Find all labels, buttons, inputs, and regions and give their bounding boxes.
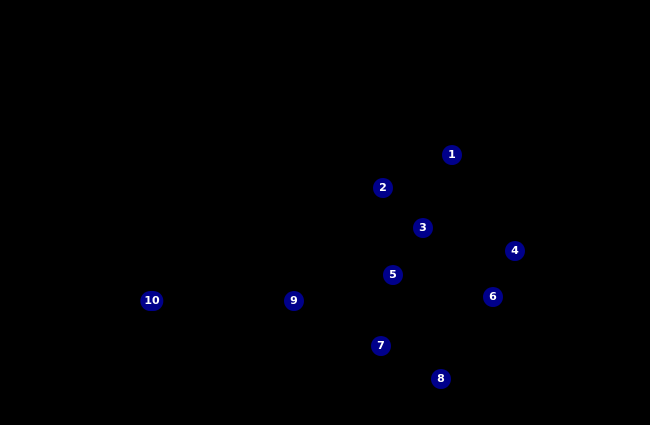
numbered-marker-4[interactable]: 4 (505, 241, 525, 261)
numbered-marker-6[interactable]: 6 (483, 287, 503, 307)
numbered-marker-3[interactable]: 3 (413, 218, 433, 238)
numbered-marker-5[interactable]: 5 (383, 265, 403, 285)
numbered-marker-8[interactable]: 8 (431, 369, 451, 389)
numbered-marker-1[interactable]: 1 (442, 145, 462, 165)
numbered-marker-9[interactable]: 9 (284, 291, 304, 311)
numbered-marker-10[interactable]: 10 (140, 291, 164, 311)
numbered-marker-7[interactable]: 7 (371, 336, 391, 356)
numbered-marker-2[interactable]: 2 (373, 178, 393, 198)
